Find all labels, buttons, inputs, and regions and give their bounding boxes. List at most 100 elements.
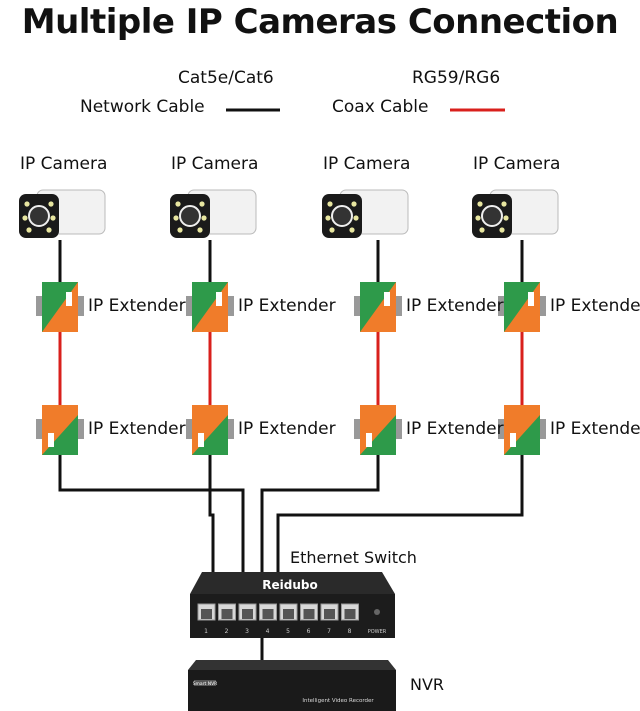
- camera-led: [327, 201, 333, 207]
- extender-sticker: [66, 292, 72, 306]
- extender-sticker: [216, 292, 222, 306]
- nvr-label: NVR: [410, 675, 445, 694]
- camera-led: [199, 201, 205, 207]
- extender-sticker: [366, 433, 372, 447]
- switch-port-jack: [344, 609, 356, 619]
- power-jack: [374, 609, 380, 615]
- switch-port-number: 4: [266, 628, 270, 635]
- camera-lens: [28, 205, 50, 227]
- camera-led: [329, 227, 335, 233]
- camera-led: [503, 215, 509, 221]
- camera-led: [353, 215, 359, 221]
- camera-led: [24, 201, 30, 207]
- ip-camera: [322, 189, 409, 238]
- network-cable: [276, 455, 524, 575]
- nvr-caption: Intelligent Video Recorder: [302, 698, 374, 704]
- nvr-front: [188, 670, 396, 711]
- extender-label: IP Extender: [238, 296, 336, 316]
- switch-port-number: 7: [327, 628, 331, 635]
- nvr-badge: Smart NVR: [193, 681, 218, 687]
- camera-led: [501, 201, 507, 207]
- camera-label: IP Camera: [323, 154, 411, 174]
- switch-port-number: 2: [225, 628, 229, 635]
- camera-led: [26, 227, 32, 233]
- switch-port-jack: [262, 609, 274, 619]
- camera-led: [177, 227, 183, 233]
- nvr-badge-bg: [194, 680, 216, 686]
- camera-led: [499, 227, 505, 233]
- extender-sticker: [48, 433, 54, 447]
- camera-led: [351, 201, 357, 207]
- extender-label: IP Extender: [550, 419, 640, 439]
- switch-brand: Reidubo: [262, 578, 317, 592]
- camera-led: [325, 215, 331, 221]
- coax-cable-spec: RG59/RG6: [412, 68, 501, 88]
- network-cable: [208, 455, 215, 575]
- nvr-device: Smart NVR Intelligent Video Recorder: [188, 660, 396, 711]
- camera-led: [50, 215, 56, 221]
- switch-port-number: 1: [204, 628, 208, 635]
- extender-sticker: [510, 433, 516, 447]
- switch-top: [190, 572, 395, 594]
- camera-lens: [331, 205, 353, 227]
- camera-led: [201, 215, 207, 221]
- switch-port-number: 3: [245, 628, 249, 635]
- switch-port-jack: [324, 609, 335, 619]
- camera-led: [479, 227, 485, 233]
- ip-extender: [36, 282, 84, 332]
- extender-sticker: [528, 292, 534, 306]
- switch-port-jack: [221, 609, 233, 619]
- camera-led: [46, 227, 52, 233]
- extender-sticker: [198, 433, 204, 447]
- switch-port-jack: [242, 609, 253, 619]
- camera-lens: [179, 205, 201, 227]
- ip-extender: [354, 282, 402, 332]
- network-cable-spec: Cat5e/Cat6: [178, 68, 274, 88]
- camera-label: IP Camera: [473, 154, 561, 174]
- extender-label: IP Extender: [550, 296, 640, 316]
- extender-label: IP Extender: [238, 419, 336, 439]
- ip-camera: [472, 189, 559, 238]
- camera-lens: [481, 205, 503, 227]
- switch-port-jack: [303, 609, 315, 619]
- ip-extender: [498, 405, 546, 455]
- ip-extender: [354, 405, 402, 455]
- ip-camera: [19, 189, 106, 238]
- ip-extender: [36, 405, 84, 455]
- ip-extender: [186, 282, 234, 332]
- coax-cable-label: Coax Cable: [332, 97, 429, 117]
- ip-extender: [186, 405, 234, 455]
- camera-led: [475, 215, 481, 221]
- camera-label: IP Camera: [171, 154, 259, 174]
- network-cable: [260, 455, 380, 575]
- camera-led: [349, 227, 355, 233]
- camera-led: [173, 215, 179, 221]
- switch-port-jack: [283, 609, 294, 619]
- camera-led: [175, 201, 181, 207]
- ethernet-switch: Reidubo 1 2 3 4 5 6 7 8 POWER: [190, 572, 395, 638]
- diagram-title: Multiple IP Cameras Connection: [21, 2, 619, 42]
- network-cable: [58, 455, 245, 575]
- camera-led: [197, 227, 203, 233]
- nvr-top: [188, 660, 396, 670]
- camera-led: [22, 215, 28, 221]
- extender-label: IP Extender: [88, 419, 186, 439]
- ip-camera: [170, 189, 257, 238]
- switch-port-number: 6: [307, 628, 311, 635]
- switch-label: Ethernet Switch: [290, 548, 417, 567]
- ip-extender: [498, 282, 546, 332]
- extender-label: IP Extender: [406, 296, 504, 316]
- network-cable-label: Network Cable: [80, 97, 205, 117]
- extender-label: IP Extender: [88, 296, 186, 316]
- camera-led: [477, 201, 483, 207]
- switch-port-number: 8: [348, 628, 352, 635]
- camera-label: IP Camera: [20, 154, 108, 174]
- extender-sticker: [384, 292, 390, 306]
- camera-led: [48, 201, 54, 207]
- extender-label: IP Extender: [406, 419, 504, 439]
- switch-port-number: 5: [286, 628, 290, 635]
- power-label: POWER: [368, 629, 387, 635]
- switch-port-jack: [201, 609, 212, 619]
